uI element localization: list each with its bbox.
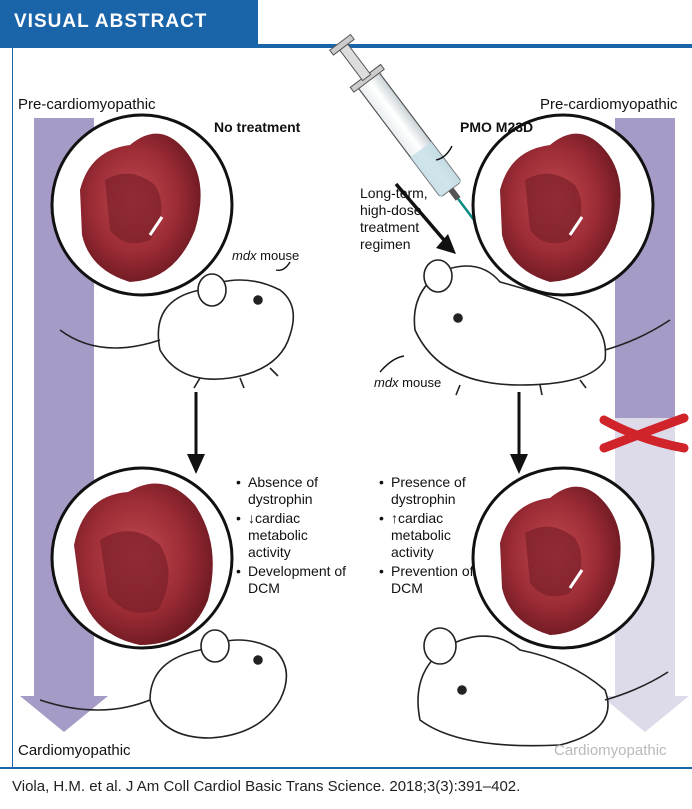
mouse-label-pointer-right	[380, 356, 404, 372]
mdx-mouse-top-left-icon	[60, 274, 293, 388]
drug-name-label: PMO M23D	[460, 119, 533, 136]
left-top-stage-label: Pre-cardiomyopathic	[18, 96, 156, 113]
left-outcome-item: Development of DCM	[236, 563, 348, 597]
heart-cardiomyopathic-left-icon	[52, 468, 232, 648]
left-outcomes-list: Absence of dystrophin ↓cardiac metabolic…	[236, 474, 348, 599]
heart-pre-cardiomyopathic-right-icon	[473, 115, 653, 295]
no-treatment-label: No treatment	[214, 119, 300, 136]
heart-normal-right-icon	[473, 468, 653, 648]
right-outcome-item: Presence of dystrophin	[379, 474, 489, 508]
citation-text: Viola, H.M. et al. J Am Coll Cardiol Bas…	[12, 778, 520, 795]
right-outcome-item: ↑cardiac metabolic activity	[379, 510, 489, 561]
regimen-label: Long-term, high-dose treatment regimen	[360, 185, 440, 253]
left-bottom-stage-label: Cardiomyopathic	[18, 742, 131, 759]
left-down-arrow-icon	[187, 392, 205, 474]
right-bottom-stage-label: Cardiomyopathic	[554, 742, 667, 759]
right-outcome-item: Prevention of DCM	[379, 563, 489, 597]
left-outcome-item: ↓cardiac metabolic activity	[236, 510, 348, 561]
right-outcomes-list: Presence of dystrophin ↑cardiac metaboli…	[379, 474, 489, 599]
right-down-arrow-icon	[510, 392, 528, 474]
left-outcome-item: Absence of dystrophin	[236, 474, 348, 508]
heart-pre-cardiomyopathic-left-icon	[52, 115, 232, 295]
left-mouse-label: mdx mouse	[232, 247, 299, 264]
right-mouse-label: mdx mouse	[374, 374, 441, 391]
right-top-stage-label: Pre-cardiomyopathic	[540, 96, 678, 113]
